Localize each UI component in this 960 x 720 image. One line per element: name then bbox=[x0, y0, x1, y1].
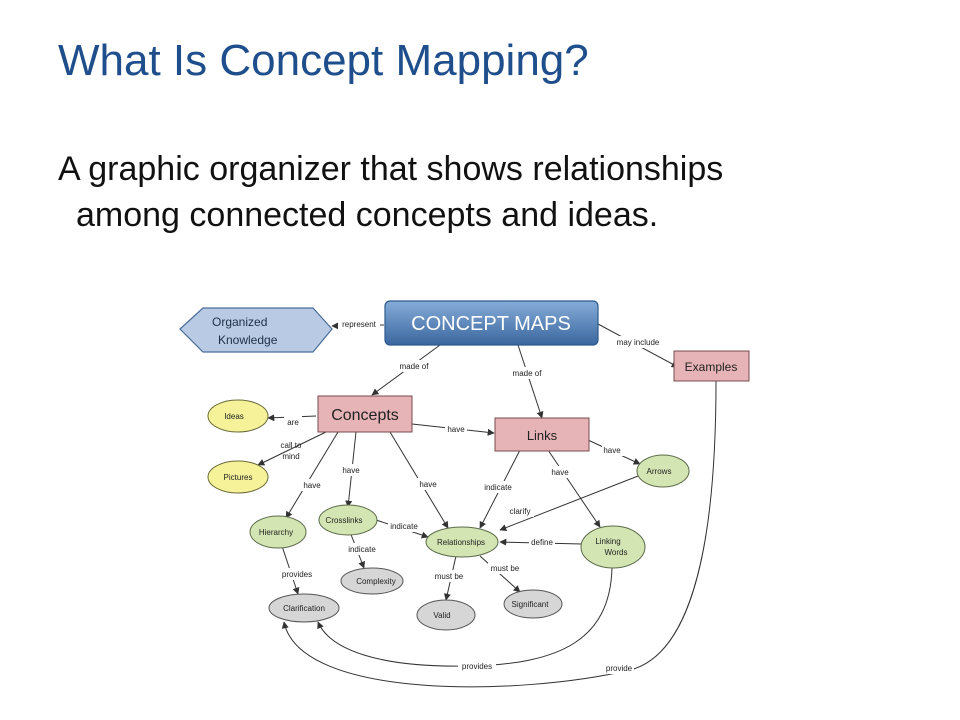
node-relationships: Relationships bbox=[425, 526, 499, 558]
edge-label-represent: represent bbox=[342, 320, 377, 329]
node-label-concepts: Concepts bbox=[331, 407, 399, 424]
node-label-links: Links bbox=[527, 428, 558, 443]
node-organized-knowledge: Organized Knowledge bbox=[179, 307, 333, 353]
node-concepts: Concepts bbox=[317, 395, 413, 433]
node-label-organized: Organized bbox=[212, 315, 267, 329]
edge-call-to-mind bbox=[257, 431, 327, 466]
node-label-significant: Significant bbox=[512, 600, 550, 609]
edge-label-have-linking: have bbox=[551, 468, 569, 477]
node-significant: Significant bbox=[503, 589, 563, 619]
edge-label-may-include: may include bbox=[617, 338, 660, 347]
node-links: Links bbox=[494, 417, 590, 452]
edge-label-have-concepts-links: have bbox=[447, 425, 465, 434]
edge-label-clarify: clarify bbox=[510, 507, 531, 516]
edge-have-linking-words bbox=[547, 449, 601, 528]
edge-label-have-relationships: have bbox=[419, 480, 437, 489]
node-label-crosslinks: Crosslinks bbox=[326, 516, 363, 525]
diagram-edges bbox=[257, 322, 717, 688]
edge-label-define: define bbox=[531, 538, 553, 547]
edge-label-must-be-valid: must be bbox=[435, 572, 464, 581]
node-label-hierarchy: Hierarchy bbox=[259, 528, 293, 537]
node-label-arrows: Arrows bbox=[647, 467, 672, 476]
node-label-relationships: Relationships bbox=[437, 538, 485, 547]
node-hierarchy: Hierarchy bbox=[249, 515, 307, 549]
edge-label-must-be-significant: must be bbox=[491, 564, 520, 573]
node-label-complexity: Complexity bbox=[356, 577, 396, 586]
edge-label-are: are bbox=[287, 418, 299, 427]
node-crosslinks: Crosslinks bbox=[318, 504, 378, 536]
subtitle-line-1: A graphic organizer that shows relations… bbox=[58, 150, 724, 188]
node-label-ideas: Ideas bbox=[224, 412, 244, 421]
edge-clarify bbox=[499, 475, 639, 531]
edge-label-indicate-complexity: indicate bbox=[348, 545, 376, 554]
node-arrows: Arrows bbox=[636, 454, 690, 488]
node-label-examples: Examples bbox=[685, 360, 738, 374]
node-label-valid: Valid bbox=[433, 611, 450, 620]
node-label-knowledge: Knowledge bbox=[218, 333, 278, 347]
edge-label-have-crosslinks: have bbox=[342, 466, 360, 475]
edge-label-provides-bottom: provides bbox=[462, 662, 492, 671]
node-label-pictures: Pictures bbox=[224, 473, 253, 482]
page-title: What Is Concept Mapping? bbox=[58, 36, 589, 85]
edge-label-have-arrows: have bbox=[603, 446, 621, 455]
node-pictures: Pictures bbox=[207, 460, 269, 494]
node-clarification: Clarification bbox=[268, 593, 340, 623]
edge-label-provide: provide bbox=[606, 664, 633, 673]
edge-label-backgrounds bbox=[280, 318, 662, 674]
edge-label-indicate-links: indicate bbox=[484, 483, 512, 492]
node-ideas: Ideas bbox=[207, 399, 269, 433]
node-valid: Valid bbox=[416, 599, 476, 631]
edge-label-provides-hierarchy: provides bbox=[282, 570, 312, 579]
node-examples: Examples bbox=[673, 350, 750, 382]
node-complexity: Complexity bbox=[340, 567, 404, 595]
subtitle-line-2: among connected concepts and ideas. bbox=[76, 196, 659, 234]
subtitle: A graphic organizer that shows relations… bbox=[58, 146, 938, 238]
edge-have-hierarchy bbox=[285, 431, 339, 519]
node-concept-maps: CONCEPT MAPS bbox=[384, 300, 599, 346]
node-label-words: Words bbox=[605, 548, 628, 557]
edge-label-call-to: call to bbox=[281, 441, 302, 450]
edge-made-of-links bbox=[517, 344, 544, 419]
edge-label-mind: mind bbox=[282, 452, 299, 461]
node-label-clarification: Clarification bbox=[283, 604, 325, 613]
edge-label-made-of-2: made of bbox=[513, 369, 543, 378]
edge-labels: represent may include made of made of ar… bbox=[281, 320, 660, 673]
edge-label-made-of-1: made of bbox=[400, 362, 430, 371]
edge-label-have-hierarchy: have bbox=[303, 481, 321, 490]
node-label-linking: Linking bbox=[595, 537, 620, 546]
node-label-concept-maps: CONCEPT MAPS bbox=[411, 313, 571, 335]
edge-label-indicate-crosslinks: indicate bbox=[390, 522, 418, 531]
node-linking-words: Linking Words bbox=[580, 525, 646, 569]
